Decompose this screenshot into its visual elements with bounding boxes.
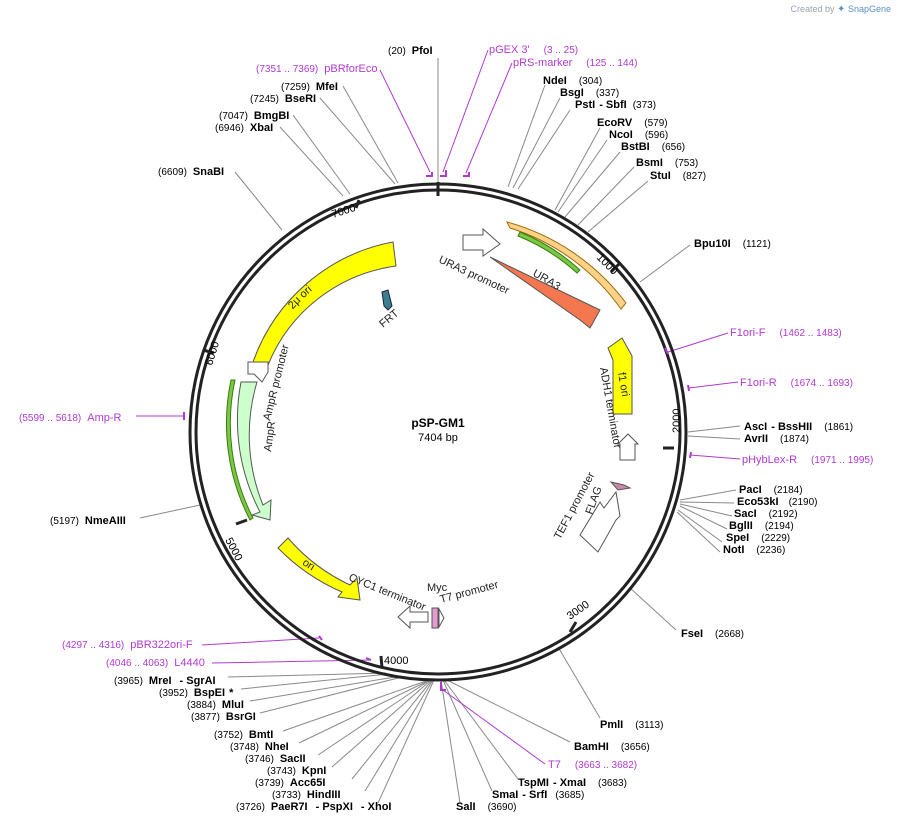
site-bsgi: BsgI(337): [560, 87, 619, 99]
site-bspei: (3952)BspEI*: [159, 687, 234, 699]
tick-label-2000: 2000: [671, 409, 683, 433]
site-pfoi: (20)PfoI: [388, 45, 433, 57]
site-mfei: (7259)MfeI: [281, 81, 338, 93]
site-hindiii: (3733)HindIII: [272, 789, 341, 801]
feature-frt: [381, 289, 393, 311]
site-paci: PacI(2184): [739, 484, 803, 496]
site-tspmi-xmai: TspMI- XmaI(3683): [518, 777, 627, 789]
site-mrei-sgrai: (3965)MreI- SgrAI: [114, 675, 216, 687]
site-paer7i-pspxi-xhoi: (3726)PaeR7I- PspXI- XhoI: [236, 801, 392, 813]
site-stui: StuI(827): [650, 170, 706, 182]
feature-ampr-promoter: [247, 361, 269, 383]
feature-t7-promoter: [438, 607, 445, 629]
site-smai-srfi: SmaI- SrfI(3685): [492, 789, 584, 801]
site-spei: SpeI(2229): [726, 532, 790, 544]
feature-2mu-ori: [252, 241, 397, 366]
feature-myc: [431, 607, 439, 629]
site-noti: NotI(2236): [723, 544, 785, 556]
site-acc65i: (3739)Acc65I: [255, 777, 325, 789]
site-bglii: BglII(2194): [729, 520, 794, 532]
feature-cyc1-terminator: [397, 604, 429, 630]
primer-marks: [183, 170, 692, 691]
site-sacii: (3746)SacII: [245, 753, 306, 765]
plasmid-length: 7404 bp: [418, 432, 458, 444]
label-myc: Myc: [427, 582, 448, 594]
label-ori: ori: [300, 557, 317, 574]
primer-phyblex-r: pHybLex-R(1971 .. 1995): [742, 454, 873, 466]
site-sali: SalI(3690): [456, 801, 516, 813]
leader-lines: [139, 58, 741, 804]
primer-amp-r: (5599 .. 5618)Amp-R: [19, 412, 122, 424]
site-nmeaiii: (5197)NmeAIII: [50, 515, 126, 527]
site-bamhi: BamHI(3656): [574, 741, 650, 753]
primer-lines: [136, 49, 741, 765]
label-frt: FRT: [377, 307, 401, 330]
primer-labels: (7351 .. 7369)pBRforEco pGEX 3'(3 .. 25)…: [19, 44, 873, 771]
feature-ura3-outer-band: [506, 221, 627, 310]
credit-prefix: Created by: [790, 4, 835, 14]
site-avrii: AvrII(1874): [744, 433, 809, 445]
site-bmgbi: (7047)BmgBI: [219, 110, 289, 122]
site-psti-sbfi: PstI- SbfI(373): [575, 99, 656, 111]
site-saci: SacI(2192): [734, 508, 798, 520]
plasmid-name: pSP-GM1: [411, 416, 465, 430]
site-bseri: (7245)BseRI: [250, 93, 316, 105]
feature-tef1-promoter: [579, 490, 621, 553]
primer-f1ori-r: F1ori-R(1674 .. 1693): [740, 377, 853, 389]
feature-adh1-terminator: [616, 433, 640, 461]
tick-label-7000: 7000: [330, 202, 357, 221]
site-pmli: PmlI(3113): [600, 719, 663, 731]
credit-brand: SnapGene: [847, 4, 891, 14]
site-bstbi: BstBI(656): [621, 141, 685, 153]
primer-pbrforeco: (7351 .. 7369)pBRforEco: [256, 63, 377, 75]
site-bmti: (3752)BmtI: [214, 729, 273, 741]
feature-f1-ori: [607, 337, 633, 415]
site-snabi: (6609)SnaBI: [158, 166, 224, 178]
site-kpni: (3743)KpnI: [267, 765, 326, 777]
snapgene-logo-icon: ✦: [837, 4, 846, 15]
feature-ampr-inner-band: [226, 379, 254, 521]
site-ecorv: EcoRV(579): [597, 117, 668, 129]
site-xbai: (6946)XbaI: [215, 122, 273, 134]
label-ura3-promoter: URA3 promoter: [437, 254, 512, 297]
site-bsrgi: (3877)BsrGI: [191, 711, 256, 723]
feature-ampr: [236, 381, 272, 521]
features: [226, 221, 640, 630]
tick-label-4000: 4000: [384, 655, 408, 667]
feature-ura3: [489, 256, 601, 329]
site-asci-bsshii: AscI- BssHII(1861): [744, 421, 853, 433]
tick-marks: [202, 182, 674, 669]
primer-t7: T7(3663 .. 3682): [548, 759, 637, 771]
site-nhei: (3748)NheI: [230, 741, 289, 753]
site-bsmi: BsmI(753): [636, 157, 698, 169]
primer-l4440: (4046 .. 4063)L4440: [106, 657, 205, 669]
site-ncoi: NcoI(596): [609, 129, 668, 141]
label-t7-promoter: T7 promoter: [439, 579, 500, 606]
site-ndei: NdeI(304): [543, 75, 602, 87]
primer-prs-marker: pRS-marker(125 .. 144): [513, 57, 637, 69]
feature-ura3-promoter: [462, 227, 501, 257]
primer-pgex3: pGEX 3'(3 .. 25): [489, 44, 578, 56]
primer-f1ori-f: F1ori-F(1462 .. 1483): [730, 327, 842, 339]
site-bpu10i: Bpu10I(1121): [694, 238, 771, 250]
feature-flag: [609, 481, 632, 491]
snapgene-credit: Created by ✦ SnapGene: [791, 4, 892, 15]
site-eco53ki: Eco53kI(2190): [737, 496, 818, 508]
site-fsei: FseI(2668): [681, 628, 744, 640]
primer-pbr322ori-f: (4297 .. 4316)pBR322ori-F: [62, 639, 193, 651]
tick-label-3000: 3000: [565, 599, 592, 623]
label-ampr: AmpR: [262, 420, 278, 452]
site-labels: (20)PfoI NdeI(304) BsgI(337) PstI- SbfI(…: [50, 45, 853, 813]
feature-ori: [277, 537, 361, 601]
feature-ura3-inner-band: [517, 231, 581, 274]
site-mlui: (3884)MluI: [187, 699, 244, 711]
label-f1-ori: f1 ori: [615, 371, 631, 397]
